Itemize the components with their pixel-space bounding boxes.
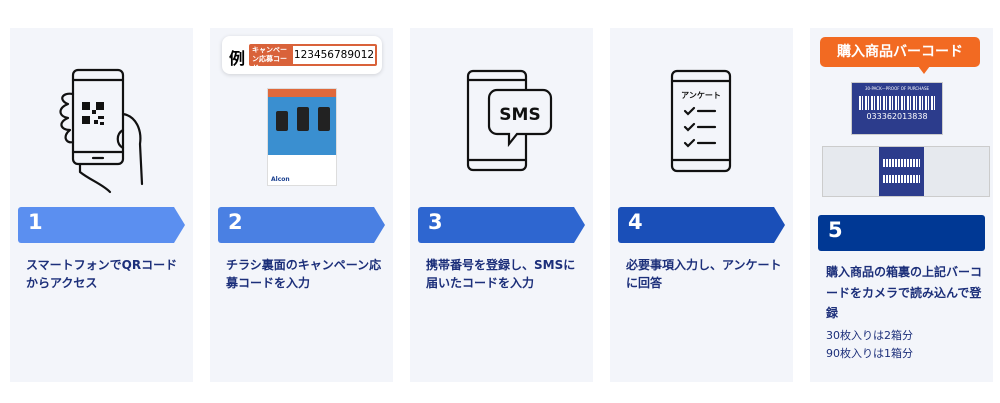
barcode-number: 033362013838 xyxy=(866,112,928,121)
barcode-label-image: 30-PACK—PROOF OF PURCHASE 033362013838 xyxy=(851,82,943,135)
step-description: 携帯番号を登録し、SMSに届いたコードを入力 xyxy=(426,258,576,290)
step-number: 4 xyxy=(628,210,643,234)
code-value: 123456789012 xyxy=(293,46,375,64)
step-number: 3 xyxy=(428,210,443,234)
callout-pointer xyxy=(918,66,930,74)
step-5-banner: 5 xyxy=(818,215,985,251)
step-card-4: アンケート 4 必要事項入力し、アンケートに回答 xyxy=(610,28,793,382)
phone-survey-icon: アンケート xyxy=(670,69,732,173)
sms-icon-text: SMS xyxy=(499,105,540,125)
step-card-1: 1 スマートフォンでQRコードからアクセス xyxy=(10,28,193,382)
phone-qr-hand-icon xyxy=(59,68,144,194)
phone-sms-icon: SMS xyxy=(466,69,553,172)
flyer-image: Alcon xyxy=(267,88,337,186)
example-code-bubble: 例 キャンペーン応募コード 123456789012 xyxy=(222,36,382,74)
step-number: 5 xyxy=(828,218,843,242)
flyer-brand: Alcon xyxy=(271,176,290,183)
step-description: 必要事項入力し、アンケートに回答 xyxy=(626,258,782,290)
step-3-banner: 3 xyxy=(418,207,585,243)
step-description: 購入商品の箱裏の上記バーコードをカメラで読み込んで登録 xyxy=(826,265,983,320)
step-2-banner: 2 xyxy=(218,207,385,243)
step-description: チラシ裏面のキャンペーン応募コードを入力 xyxy=(226,258,382,290)
barcode-callout: 購入商品バーコード xyxy=(820,37,980,67)
survey-icon-text: アンケート xyxy=(681,91,721,100)
barcode-header: 30-PACK—PROOF OF PURCHASE xyxy=(864,86,930,91)
box-back-image xyxy=(822,146,990,197)
example-label: 例 xyxy=(229,49,246,68)
step-number: 2 xyxy=(228,210,243,234)
step-card-3: SMS 3 携帯番号を登録し、SMSに届いたコードを入力 xyxy=(410,28,593,382)
barcode-bars xyxy=(859,96,935,110)
step-description: スマートフォンでQRコードからアクセス xyxy=(26,258,178,290)
note-90-pack: 90枚入りは1箱分 xyxy=(826,347,913,360)
code-label: キャンペーン応募コード xyxy=(252,46,287,72)
step-card-5: 購入商品バーコード 30-PACK—PROOF OF PURCHASE 0333… xyxy=(810,28,993,382)
step-card-2: 例 キャンペーン応募コード 123456789012 Alcon 2 チラシ裏面… xyxy=(210,28,393,382)
step-1-banner: 1 xyxy=(18,207,185,243)
step-4-banner: 4 xyxy=(618,207,785,243)
step-number: 1 xyxy=(28,210,43,234)
code-label-box: キャンペーン応募コード 123456789012 xyxy=(249,44,377,72)
note-30-pack: 30枚入りは2箱分 xyxy=(826,329,913,342)
